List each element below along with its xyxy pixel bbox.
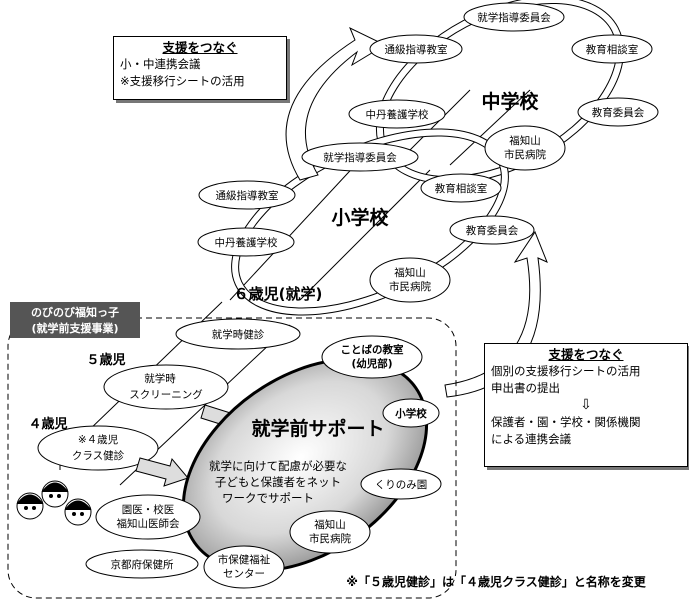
sat-4b: センター bbox=[223, 568, 265, 580]
sat-5: 京都府保健所 bbox=[111, 558, 174, 571]
age6-label: ６歳児(就学) bbox=[234, 285, 323, 303]
sat-3b: 市民病院 bbox=[309, 532, 351, 545]
jh-node-1: 通級指導教室 bbox=[385, 43, 448, 56]
screening-line2: スクリーニング bbox=[129, 388, 203, 401]
top-left-box-line1: 小・中連携会議 bbox=[120, 56, 280, 73]
class-check-line1: ※４歳児 bbox=[78, 434, 119, 446]
center-title: 就学前サポート bbox=[251, 417, 384, 440]
jh-node-2: 教育相談室 bbox=[586, 43, 639, 56]
right-support-box: 支援をつなぐ 個別の支援移行シートの活用 申出書の提出 ⇩ 保護者・園・学校・関… bbox=[484, 343, 688, 467]
center-desc-1: 子どもと保護者をネット bbox=[215, 475, 341, 489]
program-tag-line2: (就学前支援事業) bbox=[31, 321, 118, 335]
right-box-down-arrow: ⇩ bbox=[491, 397, 681, 414]
right-box-line2: 申出書の提出 bbox=[491, 380, 681, 397]
el-node-0: 就学指導委員会 bbox=[323, 151, 397, 164]
sat-4a: 市保健福祉 bbox=[218, 553, 271, 566]
el-node-1: 通級指導教室 bbox=[216, 189, 279, 202]
center-desc-0: 就学に向けて配慮が必要な bbox=[209, 459, 347, 473]
right-box-line3: 保護者・園・学校・関係機関 bbox=[491, 414, 681, 431]
school-health-check: 就学時健診 bbox=[212, 328, 265, 341]
program-tag-line1: のびのび福知っ子 bbox=[31, 305, 119, 319]
sat-0b: (幼児部) bbox=[351, 357, 392, 370]
el-node-4: 教育委員会 bbox=[466, 224, 519, 237]
right-box-title: 支援をつなぐ bbox=[491, 346, 681, 363]
jh-node-3: 教育委員会 bbox=[592, 106, 645, 119]
el-node-5a: 福知山 bbox=[394, 266, 426, 279]
junior-high-label: 中学校 bbox=[481, 90, 539, 113]
sat-3a: 福知山 bbox=[314, 518, 346, 531]
age4-label: ４歳児 bbox=[28, 416, 67, 432]
sat-2: くりのみ園 bbox=[375, 479, 428, 491]
top-left-box-title: 支援をつなぐ bbox=[120, 39, 280, 56]
center-desc-2: ワークでサポート bbox=[222, 491, 314, 505]
jh-node-4: 中丹養護学校 bbox=[366, 108, 429, 121]
jh-node-0: 就学指導委員会 bbox=[477, 11, 551, 24]
elementary-label: 小学校 bbox=[331, 206, 389, 229]
screening-line1: 就学時 bbox=[144, 372, 176, 385]
jh-node-5b: 市民病院 bbox=[504, 148, 546, 161]
top-left-support-box: 支援をつなぐ 小・中連携会議 ※支援移行シートの活用 bbox=[113, 36, 287, 100]
el-node-3: 中丹養護学校 bbox=[215, 236, 278, 249]
sat-1: 小学校 bbox=[394, 407, 427, 420]
curved-arrows bbox=[286, 28, 547, 397]
right-box-line1: 個別の支援移行シートの活用 bbox=[491, 363, 681, 380]
top-left-box-line2: ※支援移行シートの活用 bbox=[120, 73, 280, 90]
children-illustration bbox=[17, 481, 91, 525]
jh-node-5a: 福知山 bbox=[509, 134, 541, 147]
age5-label: ５歳児 bbox=[86, 352, 125, 368]
el-node-5b: 市民病院 bbox=[389, 280, 431, 293]
sat-0a: ことばの教室 bbox=[341, 343, 404, 356]
el-node-2: 教育相談室 bbox=[435, 182, 488, 195]
right-box-line4: による連携会議 bbox=[491, 431, 681, 448]
class-check-line2: クラス健診 bbox=[72, 449, 125, 462]
footer-note: ※「５歳児健診」は「４歳児クラス健診」と名称を変更 bbox=[346, 574, 646, 589]
sat-6a: 園医・校医 bbox=[122, 503, 175, 516]
sat-6b: 福知山医師会 bbox=[117, 517, 180, 530]
